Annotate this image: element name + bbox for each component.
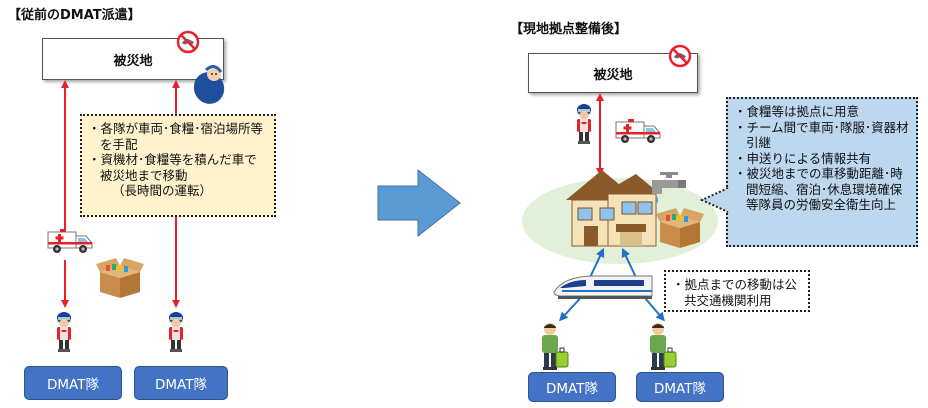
before-note-sub: （長時間の運転） bbox=[112, 183, 213, 198]
transport-note-text: 拠点までの移動は公共交通機関利用 bbox=[672, 277, 802, 308]
traveler-icon bbox=[649, 322, 677, 371]
team-label: DMAT隊 bbox=[155, 377, 207, 393]
team-label: DMAT隊 bbox=[654, 381, 706, 397]
after-team-box-1: DMAT隊 bbox=[528, 372, 616, 402]
before-note: 各隊が車両･食糧･宿泊場所等を手配 資機材･食糧等を積んだ車で被災地まで移動（長… bbox=[80, 114, 276, 217]
traveler-icon bbox=[541, 322, 569, 371]
before-team-box-2: DMAT隊 bbox=[134, 366, 228, 400]
transport-note: 拠点までの移動は公共交通機関利用 bbox=[664, 270, 810, 312]
after-note: 食糧等は拠点に用意 チーム間で車両･隊服･資器材引継 申送りによる情報共有 被災… bbox=[726, 97, 918, 247]
transition-arrow bbox=[377, 168, 461, 238]
after-note-item: 申送りによる情報共有 bbox=[734, 151, 910, 167]
baby-icon bbox=[193, 65, 225, 104]
after-heading: 【現地拠点整備後】 bbox=[510, 22, 628, 37]
after-note-item: 食糧等は拠点に用意 bbox=[734, 104, 910, 120]
faucet-icon bbox=[652, 172, 686, 203]
bullet-train-icon bbox=[553, 275, 653, 299]
team-label: DMAT隊 bbox=[47, 377, 99, 393]
before-note-item: 各隊が車両･食糧･宿泊場所等を手配 bbox=[88, 121, 268, 152]
before-note-item: 資機材･食糧等を積んだ車で被災地まで移動（長時間の運転） bbox=[88, 152, 268, 199]
before-disaster-site-label: 被災地 bbox=[113, 53, 153, 69]
house-icon bbox=[566, 170, 660, 247]
after-note-item: チーム間で車両･隊服･資器材引継 bbox=[734, 120, 910, 151]
after-disaster-site-label: 被災地 bbox=[593, 67, 633, 83]
team-label: DMAT隊 bbox=[546, 381, 598, 397]
before-heading: 【従前のDMAT派遣】 bbox=[8, 8, 141, 23]
before-team-box-1: DMAT隊 bbox=[24, 366, 122, 400]
after-note-item: 被災地までの車移動距離･時間短縮、宿泊･休息環境確保等隊員の労働安全衛生向上 bbox=[734, 166, 910, 213]
after-team-box-2: DMAT隊 bbox=[636, 372, 724, 402]
after-note-pointer bbox=[699, 187, 730, 213]
